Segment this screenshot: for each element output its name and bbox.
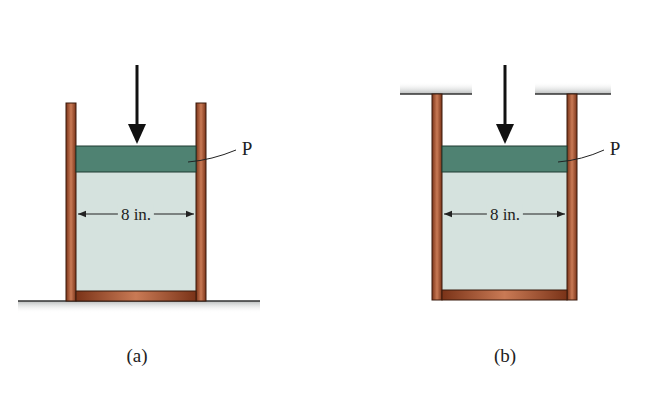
cylinder-base [442, 290, 567, 300]
figure-label: (b) [494, 346, 516, 365]
piston [442, 146, 567, 172]
ground-shade [18, 301, 260, 313]
force-arrowhead [128, 124, 146, 144]
force-arrow [504, 65, 507, 128]
cylinder-wall [196, 103, 206, 301]
ceiling-shade [535, 82, 611, 94]
piston [76, 146, 196, 172]
cylinder-base [76, 291, 196, 301]
dimension-label: 8 in. [487, 205, 523, 224]
fluid [76, 172, 196, 292]
cylinder-wall [66, 103, 76, 301]
cylinder-wall [567, 94, 577, 300]
cylinder-wall [432, 94, 442, 300]
fluid [442, 172, 567, 290]
part-label: P [610, 139, 621, 158]
leader-line [558, 150, 604, 162]
leader-line [188, 150, 236, 162]
figure-label: (a) [126, 346, 147, 365]
ceiling-shade [400, 82, 472, 94]
part-label: P [242, 139, 253, 158]
dimension-label: 8 in. [118, 205, 154, 224]
force-arrow [136, 65, 139, 128]
force-arrowhead [496, 124, 514, 144]
